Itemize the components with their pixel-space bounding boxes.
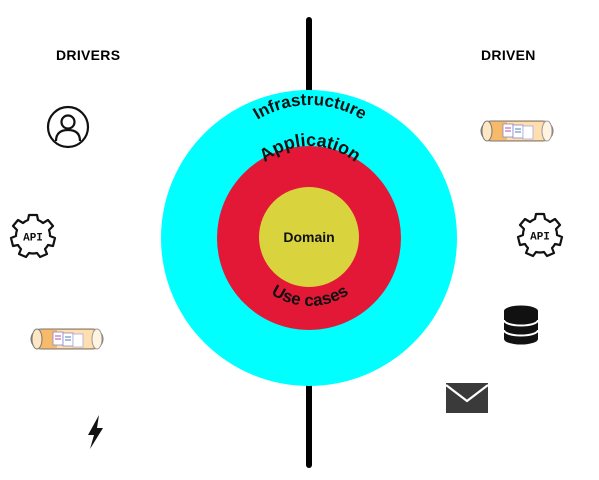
lightning-icon	[88, 415, 103, 449]
api-gear-label: API	[530, 232, 550, 244]
database-icon	[503, 305, 539, 345]
api-gear-label: API	[23, 233, 43, 245]
mail-icon	[445, 383, 489, 413]
api-gear-icon: API	[516, 212, 564, 258]
domain-layer	[259, 187, 359, 287]
domain-label: Domain	[283, 229, 334, 245]
message-queue-icon	[30, 328, 104, 350]
user-icon	[46, 105, 90, 149]
message-queue-icon	[480, 120, 554, 142]
drivers-heading: DRIVERS	[56, 47, 121, 63]
api-gear-icon: API	[9, 213, 57, 259]
driven-heading: DRIVEN	[481, 47, 536, 63]
